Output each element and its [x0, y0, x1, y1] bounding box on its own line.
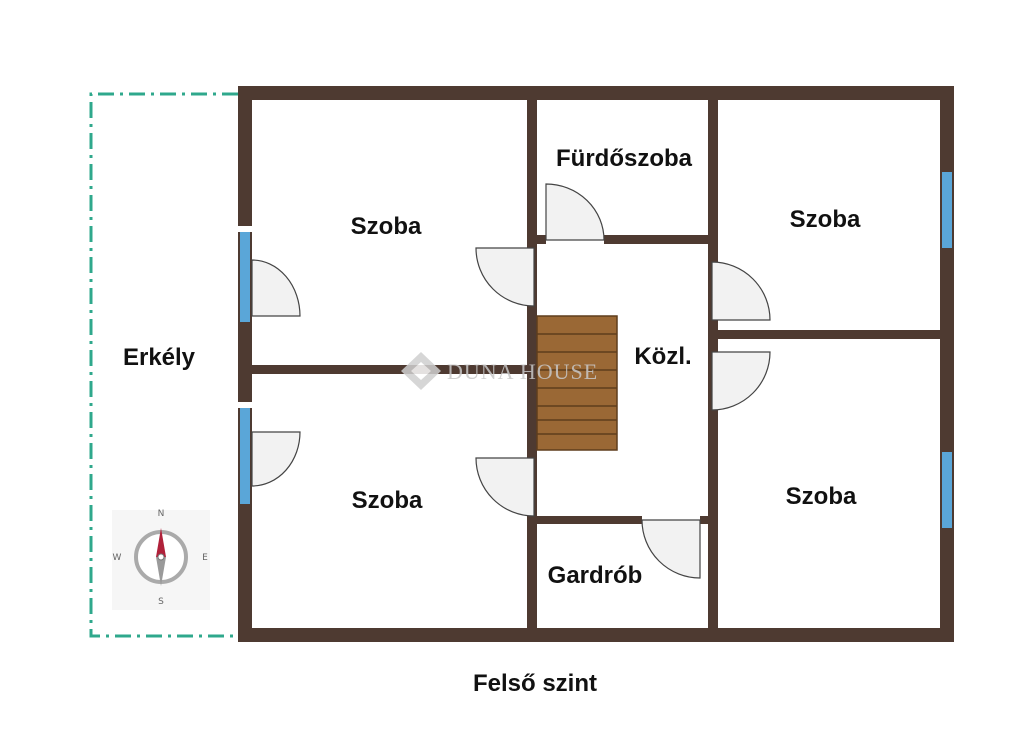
wall-wardrobe-top [537, 516, 708, 524]
watermark-text: DUNA HOUSE [447, 359, 598, 384]
window-right-bottom [942, 452, 952, 528]
stairs-body [536, 315, 618, 451]
door-wardrobe [641, 519, 701, 579]
wall-left-rooms-hall [527, 100, 537, 628]
opening-left-top [238, 226, 252, 232]
door-room-bottom-left [475, 457, 535, 517]
staircase [536, 315, 618, 451]
windows [240, 172, 952, 528]
stair-treads [537, 333, 617, 435]
compass-icon: N S E W [112, 509, 210, 610]
room-label-wardrobe: Gardrób [548, 562, 643, 589]
opening-left-bottom [238, 402, 252, 408]
wall-left-rooms-divider [252, 365, 527, 374]
room-label-top-right: Szoba [790, 206, 861, 233]
window-left-top [240, 232, 250, 322]
outer-wall-top [238, 86, 954, 100]
compass-needle-south [156, 557, 166, 586]
room-label-bottom-left: Szoba [352, 487, 423, 514]
outer-wall-left [238, 86, 252, 642]
window-left-bottom [240, 408, 250, 504]
room-label-bathroom: Fürdőszoba [556, 145, 693, 172]
window-right-top [942, 172, 952, 248]
door-room-bottom-right [711, 351, 771, 411]
watermark-logo-icon-inner [411, 362, 431, 380]
doors [251, 183, 771, 579]
door-room-top-left [475, 247, 535, 307]
door-room-top-right [711, 261, 771, 321]
room-label-bottom-right: Szoba [786, 483, 857, 510]
wall-right-rooms-divider [718, 330, 940, 339]
room-label-hallway: Közl. [634, 343, 691, 370]
room-label-top-left: Szoba [351, 213, 422, 240]
outer-wall-bottom [238, 628, 954, 642]
door-balcony-top [251, 259, 301, 317]
compass-hub [157, 553, 165, 561]
compass-north-label: N [158, 509, 165, 519]
compass-east-label: E [202, 553, 208, 563]
outer-wall-right [940, 86, 954, 642]
room-label-balcony: Erkély [123, 344, 196, 371]
compass-needle-north [156, 528, 166, 557]
door-bathroom [545, 183, 605, 241]
door-balcony-bottom [251, 431, 301, 487]
compass-west-label: W [113, 553, 122, 563]
compass-south-label: S [158, 597, 164, 607]
wall-bathroom-bottom [537, 235, 708, 244]
balcony-outline [89, 92, 238, 638]
watermark: DUNA HOUSE [401, 352, 598, 390]
floor-caption: Felső szint [473, 670, 597, 697]
